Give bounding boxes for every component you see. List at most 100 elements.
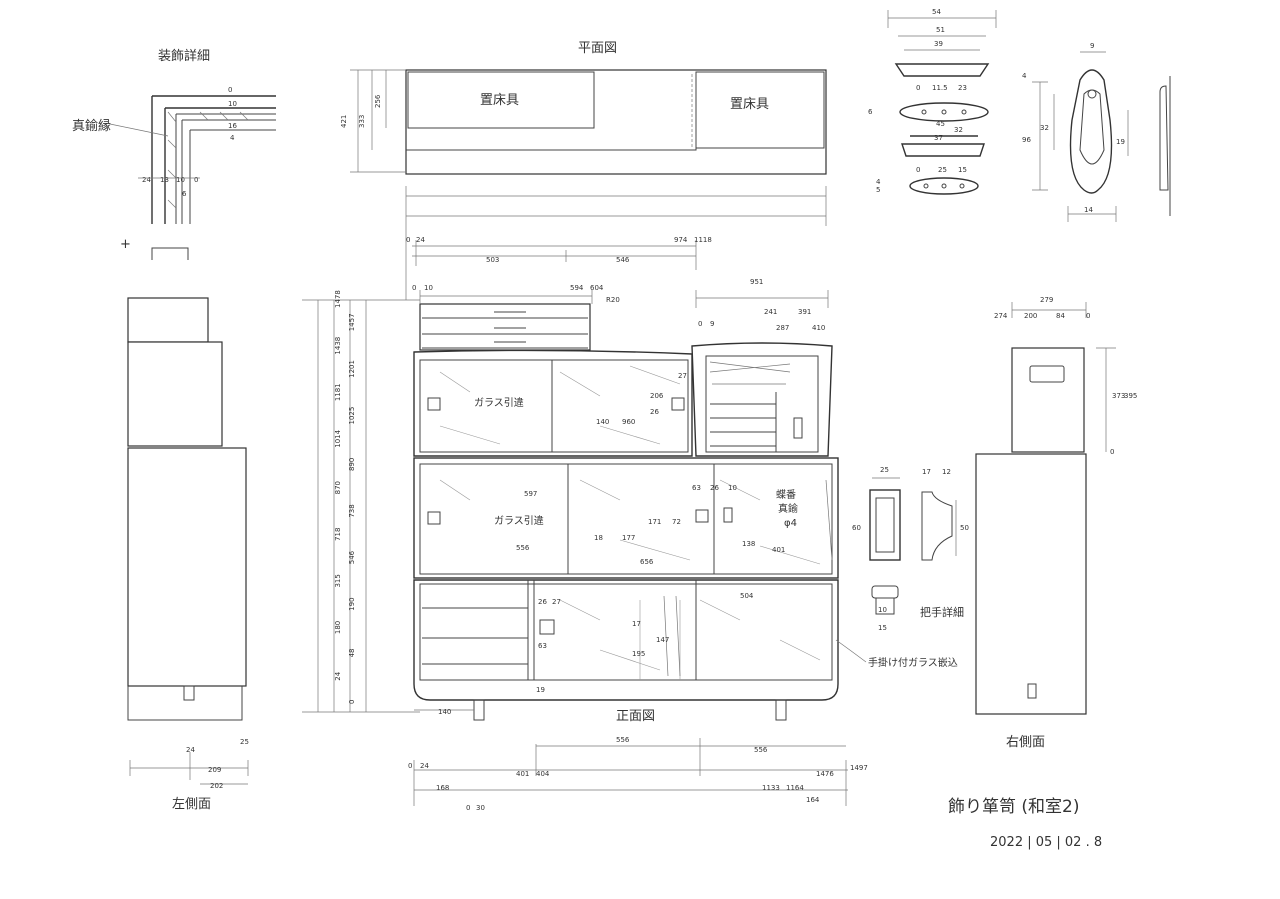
svg-text:1164: 1164	[786, 784, 804, 792]
svg-text:256: 256	[374, 94, 382, 108]
svg-text:171: 171	[648, 518, 661, 526]
svg-text:0: 0	[698, 320, 702, 328]
svg-text:147: 147	[656, 636, 669, 644]
title-block: 飾り箪笥 (和室2) 2022 | 05 | 02 . 8	[948, 797, 1102, 850]
svg-text:287: 287	[776, 324, 789, 332]
hardware-details: 54 51 39 0 11.5 23 6 45 32 37 25 0 15 4 …	[868, 8, 1171, 222]
svg-text:0: 0	[466, 804, 470, 812]
svg-text:373: 373	[1112, 392, 1125, 400]
front-height-dim: 1181	[334, 383, 342, 401]
svg-text:546: 546	[616, 256, 630, 264]
svg-text:11.5: 11.5	[932, 84, 948, 92]
svg-text:30: 30	[476, 804, 485, 812]
svg-text:25: 25	[880, 466, 889, 474]
svg-text:404: 404	[536, 770, 550, 778]
glass-door-a-label: ガラス引違	[474, 396, 524, 409]
svg-text:1476: 1476	[816, 770, 834, 778]
svg-text:504: 504	[740, 592, 754, 600]
decoration-detail-label: 装飾詳細	[158, 48, 210, 64]
svg-text:54: 54	[932, 8, 941, 16]
svg-text:0: 0	[228, 86, 232, 94]
svg-text:16: 16	[228, 122, 237, 130]
left-lower-block	[127, 447, 247, 687]
brass-fitting-line-2: 真鍮	[778, 502, 798, 515]
glass-door-b-label: ガラス引違	[494, 514, 544, 527]
front-height-dim: 890	[348, 458, 356, 471]
svg-text:15: 15	[878, 624, 887, 632]
svg-text:26: 26	[650, 408, 659, 416]
svg-text:597: 597	[524, 490, 537, 498]
svg-text:202: 202	[210, 782, 223, 790]
svg-text:15: 15	[958, 166, 967, 174]
front-height-dim: 180	[334, 621, 342, 634]
front-height-dim: 1457	[348, 313, 356, 331]
svg-text:+: +	[120, 237, 131, 252]
handle-detail-label: 把手詳細	[920, 605, 964, 619]
front-height-dims	[302, 299, 420, 713]
right-side-view-label: 右側面	[1006, 735, 1045, 750]
front-height-dim: 48	[348, 648, 356, 657]
brass-fitting-line-3: φ4	[784, 518, 797, 529]
svg-text:24: 24	[142, 176, 151, 184]
svg-text:72: 72	[672, 518, 681, 526]
handle-detail: 25 60 12 17 50 10 15 把手詳細	[852, 466, 969, 632]
svg-text:395: 395	[1124, 392, 1137, 400]
svg-text:0: 0	[916, 166, 920, 174]
svg-text:63: 63	[692, 484, 701, 492]
svg-text:9: 9	[1090, 42, 1094, 50]
svg-text:24: 24	[416, 236, 425, 244]
svg-text:164: 164	[806, 796, 820, 804]
hand-glass-note: 手掛け付ガラス嵌込	[868, 656, 958, 669]
svg-text:556: 556	[754, 746, 768, 754]
svg-text:974: 974	[674, 236, 688, 244]
svg-text:333: 333	[358, 115, 366, 128]
svg-text:27: 27	[678, 372, 687, 380]
svg-text:14: 14	[1084, 206, 1093, 214]
svg-text:1118: 1118	[694, 236, 712, 244]
svg-text:0: 0	[194, 176, 198, 184]
svg-text:10: 10	[228, 100, 237, 108]
front-height-dim: 870	[334, 481, 342, 494]
svg-text:4: 4	[230, 134, 235, 142]
svg-text:421: 421	[340, 115, 348, 128]
svg-text:410: 410	[812, 324, 825, 332]
svg-text:140: 140	[438, 708, 451, 716]
svg-text:10: 10	[176, 176, 185, 184]
front-height-dim: 1478	[334, 290, 342, 308]
front-height-dim: 738	[348, 504, 356, 517]
plan-tray-1-label: 置床具	[480, 93, 519, 108]
svg-text:19: 19	[1116, 138, 1125, 146]
svg-text:63: 63	[538, 642, 547, 650]
svg-text:17: 17	[922, 468, 931, 476]
svg-text:50: 50	[960, 524, 969, 532]
svg-text:556: 556	[516, 544, 530, 552]
drawing-title: 飾り箪笥 (和室2)	[948, 797, 1079, 817]
svg-text:556: 556	[616, 736, 630, 744]
svg-text:25: 25	[938, 166, 947, 174]
drawing-date: 2022 | 05 | 02 . 8	[990, 835, 1102, 850]
svg-text:0: 0	[1110, 448, 1114, 456]
svg-text:200: 200	[1024, 312, 1037, 320]
left-side-view: + 24 209 202 25 左側面	[120, 237, 249, 812]
svg-text:5: 5	[876, 186, 880, 194]
svg-text:26: 26	[538, 598, 547, 606]
svg-text:401: 401	[772, 546, 785, 554]
svg-text:R20: R20	[606, 296, 620, 304]
svg-text:18: 18	[594, 534, 603, 542]
svg-text:0: 0	[408, 762, 412, 770]
svg-text:19: 19	[536, 686, 545, 694]
plan-tray-2-label: 置床具	[730, 97, 769, 112]
svg-text:84: 84	[1056, 312, 1065, 320]
svg-text:177: 177	[622, 534, 635, 542]
svg-text:24: 24	[420, 762, 429, 770]
svg-text:6: 6	[868, 108, 873, 116]
svg-text:1133: 1133	[762, 784, 780, 792]
left-middle-block	[127, 341, 223, 447]
svg-text:25: 25	[240, 738, 249, 746]
svg-text:51: 51	[936, 26, 945, 34]
svg-text:4: 4	[876, 178, 881, 186]
svg-text:45: 45	[936, 120, 945, 128]
right-side-view: 279 274 200 84 0 373 395 0 右側面	[975, 296, 1137, 750]
svg-text:17: 17	[632, 620, 641, 628]
